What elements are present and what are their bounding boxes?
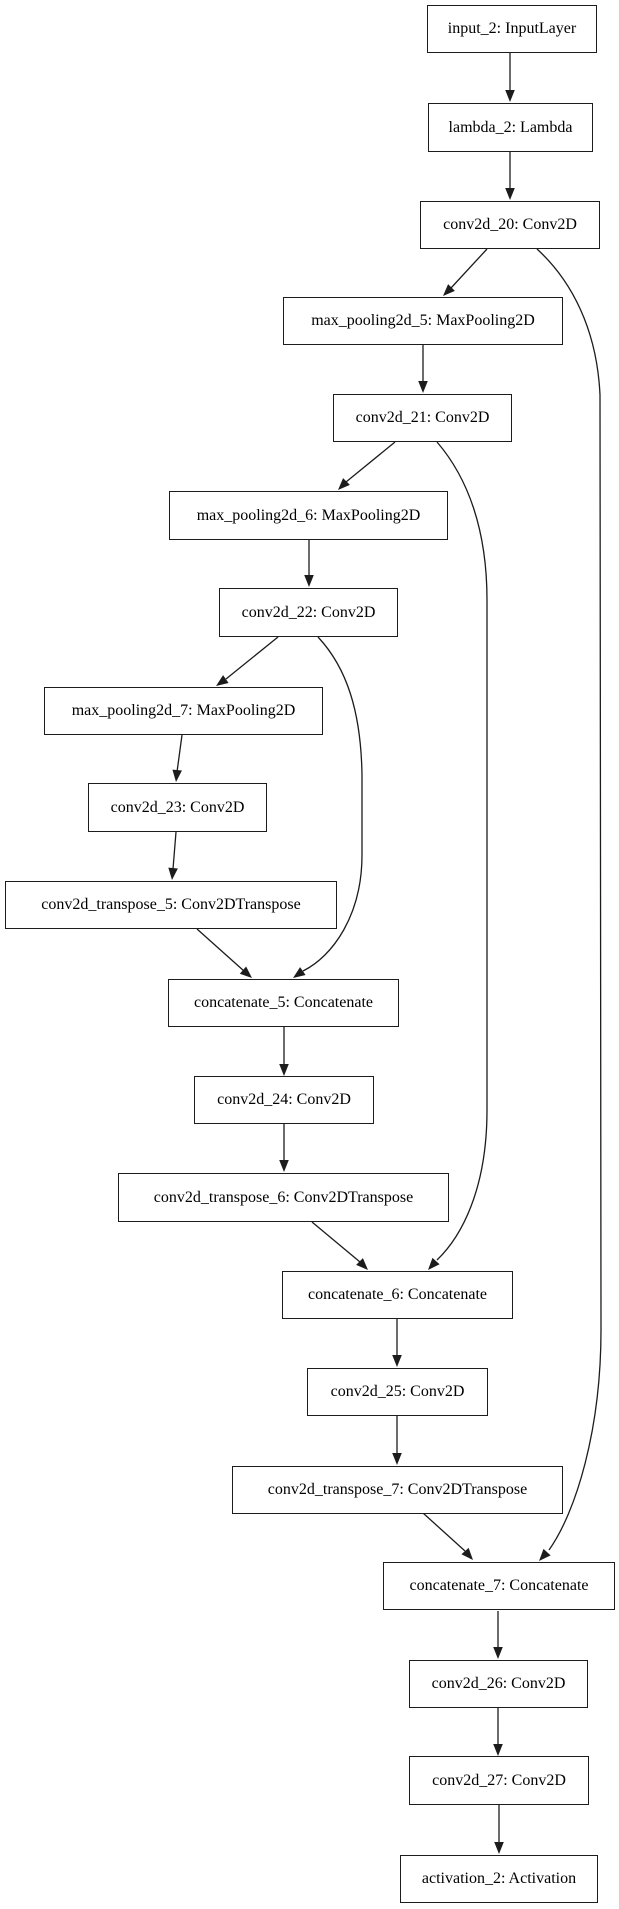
layer-node-max_pooling2d_7: max_pooling2d_7: MaxPooling2D <box>44 687 323 735</box>
arrowhead-conv2d_25-to-conv2d_transpose_7 <box>392 1453 402 1465</box>
arrowhead-conv2d_21-to-max_pooling2d_6 <box>338 478 350 490</box>
arrowhead-lambda_2-to-conv2d_20 <box>505 188 515 200</box>
arrowhead-conv2d_23-to-conv2d_transpose_5 <box>168 867 178 880</box>
layer-node-label: conv2d_24: Conv2D <box>217 1091 351 1108</box>
layer-node-label: max_pooling2d_5: MaxPooling2D <box>311 312 535 329</box>
layer-node-label: conv2d_26: Conv2D <box>431 1675 566 1692</box>
layer-node-conv2d_26: conv2d_26: Conv2D <box>409 1660 588 1708</box>
edge-conv2d_22-to-concatenate_5 <box>302 636 363 972</box>
layer-node-label: concatenate_5: Concatenate <box>193 994 373 1011</box>
arrowhead-conv2d_20-to-max_pooling2d_5 <box>443 284 455 296</box>
edge-max_pooling2d_7-to-conv2d_23 <box>176 734 183 773</box>
layer-node-concatenate_5: concatenate_5: Concatenate <box>168 979 399 1027</box>
layer-node-activation_2: activation_2: Activation <box>400 1855 598 1903</box>
layer-node-label: conv2d_transpose_5: Conv2DTranspose <box>41 896 301 913</box>
layer-node-label: max_pooling2d_7: MaxPooling2D <box>71 702 296 719</box>
arrowhead-concatenate_5-to-conv2d_24 <box>279 1064 289 1076</box>
layer-node-label: conv2d_27: Conv2D <box>432 1771 566 1789</box>
edge-conv2d_21-to-concatenate_6 <box>436 441 488 1261</box>
layer-node-label: conv2d_transpose_6: Conv2DTranspose <box>153 1188 414 1206</box>
layer-node-conv2d_transpose_7: conv2d_transpose_7: Conv2DTranspose <box>232 1466 563 1514</box>
arrowhead-conv2d_20-to-concatenate_7 <box>539 1548 551 1561</box>
edge-conv2d_21-to-max_pooling2d_6 <box>345 441 396 483</box>
layer-node-conv2d_25: conv2d_25: Conv2D <box>307 1368 488 1416</box>
layer-node-conv2d_22: conv2d_22: Conv2D <box>219 588 398 637</box>
arrowhead-input_2-to-lambda_2 <box>505 90 515 102</box>
edge-conv2d_23-to-conv2d_transpose_5 <box>172 831 177 870</box>
layer-node-conv2d_23: conv2d_23: Conv2D <box>88 783 267 832</box>
layer-node-conv2d_24: conv2d_24: Conv2D <box>194 1076 374 1124</box>
layer-node-conv2d_transpose_5: conv2d_transpose_5: Conv2DTranspose <box>5 881 337 929</box>
layer-node-max_pooling2d_5: max_pooling2d_5: MaxPooling2D <box>283 297 563 345</box>
arrowhead-conv2d_21-to-concatenate_6 <box>428 1257 440 1270</box>
layer-node-input_2: input_2: InputLayer <box>427 5 597 53</box>
edge-conv2d_transpose_5-to-concatenate_5 <box>196 928 245 972</box>
layer-node-label: conv2d_22: Conv2D <box>241 603 376 621</box>
edge-conv2d_transpose_7-to-concatenate_7 <box>422 1512 466 1552</box>
layer-node-label: activation_2: Activation <box>421 1870 577 1887</box>
layer-node-label: conv2d_20: Conv2D <box>443 216 577 233</box>
arrowhead-conv2d_22-to-max_pooling2d_7 <box>216 675 229 686</box>
layer-node-label: input_2: InputLayer <box>447 20 577 37</box>
layer-node-label: conv2d_21: Conv2D <box>355 409 490 426</box>
layer-node-conv2d_20: conv2d_20: Conv2D <box>420 201 600 249</box>
arrowhead-concatenate_7-to-conv2d_26 <box>493 1647 503 1659</box>
layer-node-label: concatenate_7: Concatenate <box>409 1577 589 1594</box>
arrowhead-concatenate_6-to-conv2d_25 <box>392 1355 402 1367</box>
edge-conv2d_transpose_6-to-concatenate_6 <box>311 1221 361 1263</box>
layer-node-concatenate_7: concatenate_7: Concatenate <box>383 1562 615 1610</box>
layer-node-conv2d_27: conv2d_27: Conv2D <box>409 1756 589 1805</box>
layer-node-label: conv2d_23: Conv2D <box>110 798 245 816</box>
layer-node-conv2d_21: conv2d_21: Conv2D <box>333 394 512 442</box>
edge-conv2d_22-to-max_pooling2d_7 <box>225 636 279 680</box>
arrowhead-conv2d_26-to-conv2d_27 <box>493 1744 503 1756</box>
layer-node-label: max_pooling2d_6: MaxPooling2D <box>196 506 421 524</box>
edge-conv2d_20-to-concatenate_7 <box>536 248 602 1551</box>
layer-node-lambda_2: lambda_2: Lambda <box>428 103 593 152</box>
layer-node-label: conv2d_25: Conv2D <box>330 1383 465 1400</box>
layer-node-conv2d_transpose_6: conv2d_transpose_6: Conv2DTranspose <box>118 1173 449 1222</box>
layer-node-max_pooling2d_6: max_pooling2d_6: MaxPooling2D <box>169 491 448 540</box>
arrowhead-conv2d_transpose_5-to-concatenate_5 <box>239 966 252 978</box>
arrowhead-max_pooling2d_7-to-conv2d_23 <box>172 769 182 782</box>
arrowhead-max_pooling2d_6-to-conv2d_22 <box>304 575 314 587</box>
arrowhead-conv2d_24-to-conv2d_transpose_6 <box>279 1160 289 1172</box>
arrowhead-conv2d_transpose_6-to-concatenate_6 <box>356 1258 368 1270</box>
layer-node-label: concatenate_6: Concatenate <box>307 1286 487 1303</box>
arrowhead-conv2d_transpose_7-to-concatenate_7 <box>461 1547 473 1560</box>
layer-node-concatenate_6: concatenate_6: Concatenate <box>282 1271 513 1319</box>
arrowhead-conv2d_27-to-activation_2 <box>494 1842 504 1854</box>
edge-conv2d_20-to-max_pooling2d_5 <box>450 248 488 289</box>
layer-node-label: lambda_2: Lambda <box>448 118 573 136</box>
arrowhead-conv2d_22-to-concatenate_5 <box>293 967 306 978</box>
arrowhead-max_pooling2d_5-to-conv2d_21 <box>418 381 428 393</box>
layer-node-label: conv2d_transpose_7: Conv2DTranspose <box>267 1481 528 1498</box>
